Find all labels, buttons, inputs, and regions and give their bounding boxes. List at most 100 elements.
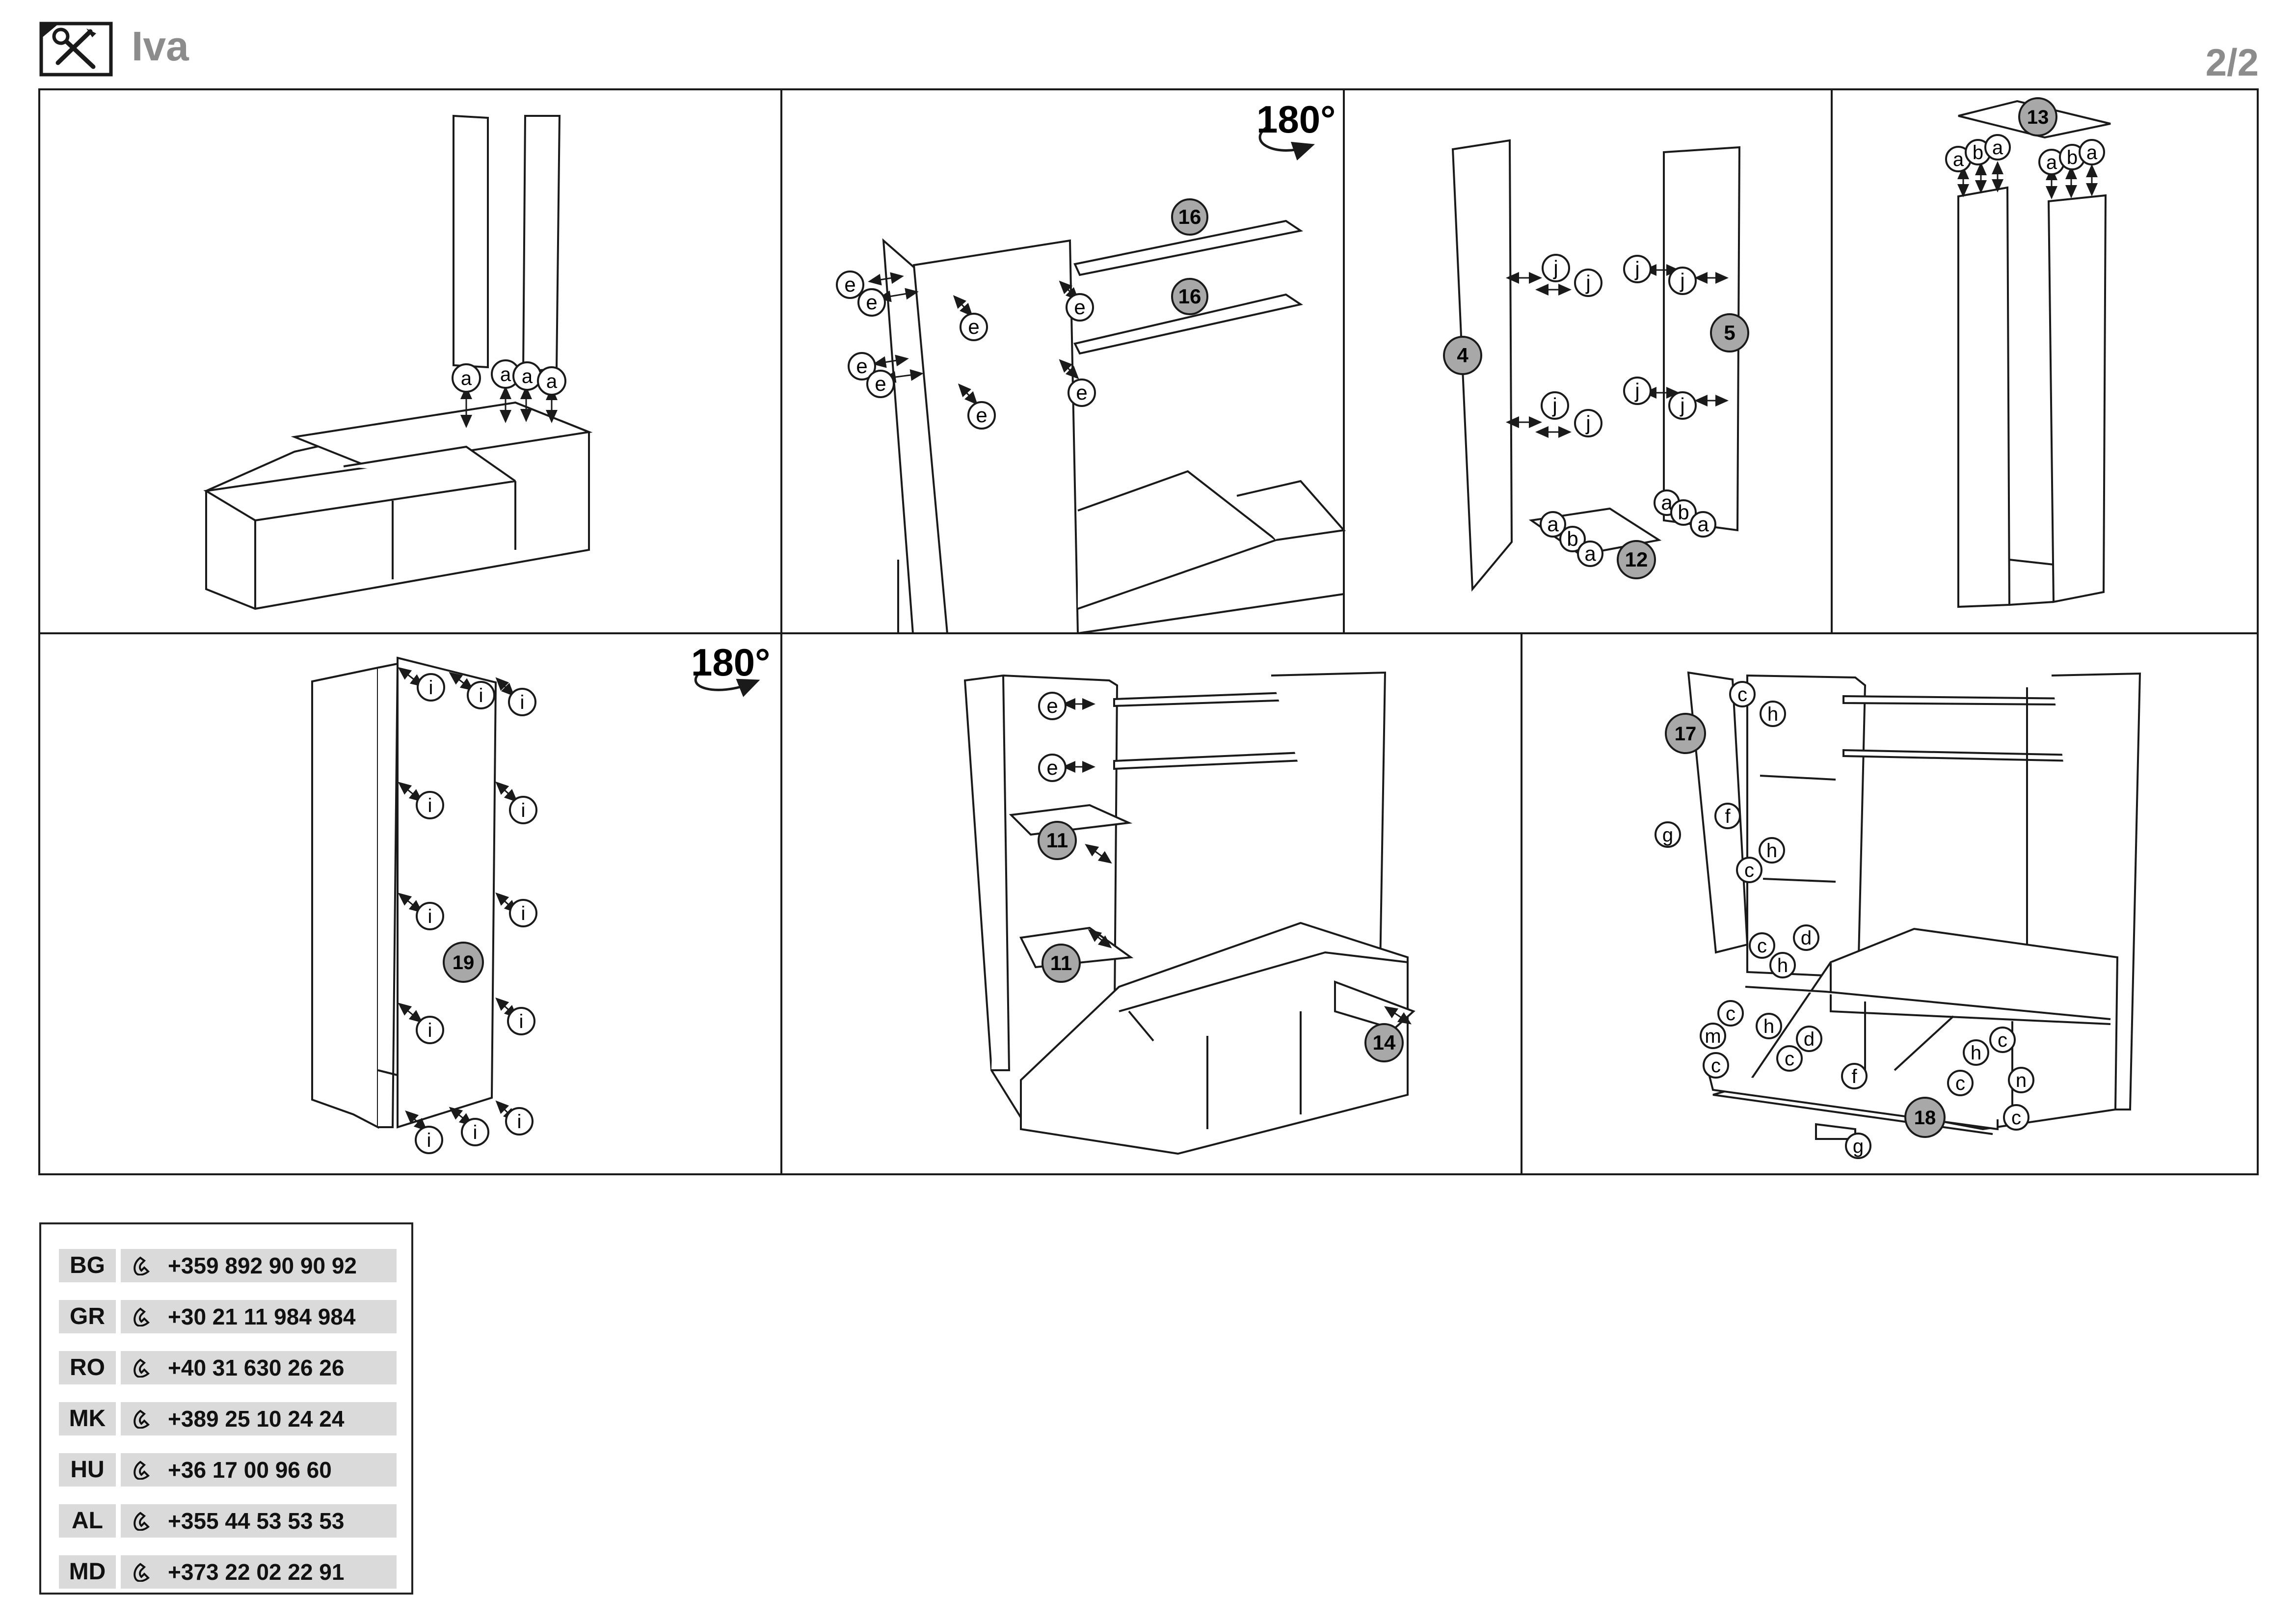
step-2-panel bbox=[868, 219, 1346, 634]
label-e: e bbox=[960, 313, 988, 341]
label-c: c bbox=[1749, 932, 1775, 959]
label-b: b bbox=[1670, 499, 1697, 526]
label-a: a bbox=[1690, 511, 1716, 538]
step-6-panel bbox=[963, 671, 1415, 1155]
callout-text: c bbox=[1785, 1048, 1794, 1070]
callout-text: 13 bbox=[2027, 107, 2049, 128]
label-i: i bbox=[508, 688, 536, 716]
label-a-text: a bbox=[546, 371, 558, 392]
phone-icon bbox=[133, 1409, 150, 1429]
callout-text: c bbox=[1998, 1029, 2007, 1051]
label-a: a bbox=[1984, 134, 2011, 161]
label-h: h bbox=[1759, 837, 1785, 864]
label-a: a bbox=[2079, 139, 2105, 165]
label-i: i bbox=[509, 899, 537, 927]
callout-text: i bbox=[521, 903, 526, 924]
label-h: h bbox=[1963, 1039, 1989, 1066]
label-j: j bbox=[1668, 391, 1697, 420]
step-4-labels: a b a a b a 13 bbox=[1945, 97, 2105, 175]
page-number: 2/2 bbox=[2205, 41, 2259, 84]
label-c: c bbox=[1776, 1045, 1803, 1072]
callout-text: i bbox=[517, 1111, 522, 1133]
step-3-labels: j j j j j j j j a b a a b a 4 5 12 bbox=[1443, 254, 1749, 579]
step-6-labels: e e 11 11 14 bbox=[1038, 692, 1404, 1062]
label-i: i bbox=[416, 791, 444, 819]
label-j: j bbox=[1574, 409, 1602, 437]
callout-text: i bbox=[521, 800, 526, 821]
callout-text: a bbox=[1953, 149, 1964, 170]
callout-text: a bbox=[1992, 137, 2003, 159]
callout-text: j bbox=[1634, 379, 1639, 402]
phone-number: +30 21 11 984 984 bbox=[168, 1304, 356, 1329]
callout-text: h bbox=[1971, 1042, 1981, 1064]
callout-text: d bbox=[1801, 927, 1812, 949]
callout-text: i bbox=[519, 1011, 524, 1032]
phone-icon bbox=[133, 1512, 150, 1531]
label-i: i bbox=[416, 1016, 444, 1044]
phone-field: +40 31 630 26 26 bbox=[121, 1351, 397, 1384]
step-5-rotation bbox=[694, 671, 760, 697]
label-a: a bbox=[512, 361, 542, 391]
callout-text: 19 bbox=[453, 952, 475, 974]
callout-text: c bbox=[1744, 860, 1754, 881]
callout-text: b bbox=[2067, 147, 2078, 168]
phone-icon bbox=[133, 1358, 150, 1378]
phone-field: +373 22 02 22 91 bbox=[121, 1555, 397, 1589]
label-i: i bbox=[509, 796, 537, 824]
label-f: f bbox=[1841, 1063, 1868, 1089]
callout-text: i bbox=[479, 685, 483, 706]
label-g: g bbox=[1845, 1133, 1871, 1159]
label-j: j bbox=[1623, 255, 1652, 283]
label-h: h bbox=[1760, 701, 1786, 727]
callout-text: 17 bbox=[1675, 723, 1697, 745]
label-i: i bbox=[461, 1118, 489, 1146]
callout-text: e bbox=[866, 291, 877, 314]
phone-field: +355 44 53 53 53 bbox=[121, 1504, 397, 1538]
phone-field: +389 25 10 24 24 bbox=[121, 1402, 397, 1435]
callout-text: e bbox=[844, 273, 855, 296]
phone-icon bbox=[133, 1307, 150, 1326]
country-code: MD bbox=[59, 1555, 116, 1589]
callout-text: j bbox=[1679, 269, 1684, 292]
callout-text: c bbox=[1711, 1055, 1721, 1077]
callout-text: j bbox=[1679, 394, 1684, 417]
callout-text: e bbox=[1046, 756, 1058, 779]
step-7-labels: c h f g h c c d h c m h d c c f h c c n … bbox=[1655, 681, 2034, 1159]
callout-text: c bbox=[1955, 1073, 1965, 1094]
label-a-text: a bbox=[461, 368, 472, 389]
callout-text: j bbox=[1634, 257, 1639, 280]
label-a: a bbox=[1540, 511, 1566, 538]
callout-text: a bbox=[2046, 152, 2057, 173]
callout-text: a bbox=[2086, 142, 2098, 163]
label-i: i bbox=[505, 1107, 534, 1136]
country-code: BG bbox=[59, 1249, 116, 1282]
step-5-labels: i i i i i i i i i i i i 19 bbox=[415, 673, 537, 1154]
label-c: c bbox=[1736, 857, 1762, 883]
label-c: c bbox=[1947, 1070, 1974, 1096]
customer-service-box: BG +359 892 90 90 92 GR +30 21 11 984 98… bbox=[39, 1222, 413, 1595]
part-badge-16: 16 bbox=[1171, 278, 1208, 315]
label-c: c bbox=[1703, 1052, 1729, 1079]
callout-text: a bbox=[1584, 542, 1596, 565]
callout-text: f bbox=[1851, 1066, 1857, 1087]
callout-text: j bbox=[1585, 411, 1590, 434]
step-1-panel bbox=[203, 114, 593, 610]
country-code: HU bbox=[59, 1453, 116, 1487]
callout-text: i bbox=[427, 1130, 431, 1151]
label-e: e bbox=[848, 352, 876, 380]
label-a: a bbox=[452, 363, 481, 393]
label-b: b bbox=[2059, 144, 2085, 170]
tools-icon bbox=[39, 22, 113, 77]
country-code: GR bbox=[59, 1300, 116, 1333]
label-j: j bbox=[1541, 391, 1569, 420]
step-4-panel bbox=[1957, 100, 2111, 608]
label-j: j bbox=[1668, 267, 1697, 295]
callout-text: e bbox=[1076, 381, 1087, 404]
label-j: j bbox=[1542, 254, 1570, 282]
label-a-text: a bbox=[500, 364, 511, 385]
document-title: Iva bbox=[132, 23, 189, 69]
part-badge-5: 5 bbox=[1710, 313, 1749, 352]
label-g: g bbox=[1655, 821, 1681, 848]
label-c: c bbox=[2003, 1104, 2029, 1131]
phone-icon bbox=[133, 1563, 150, 1582]
